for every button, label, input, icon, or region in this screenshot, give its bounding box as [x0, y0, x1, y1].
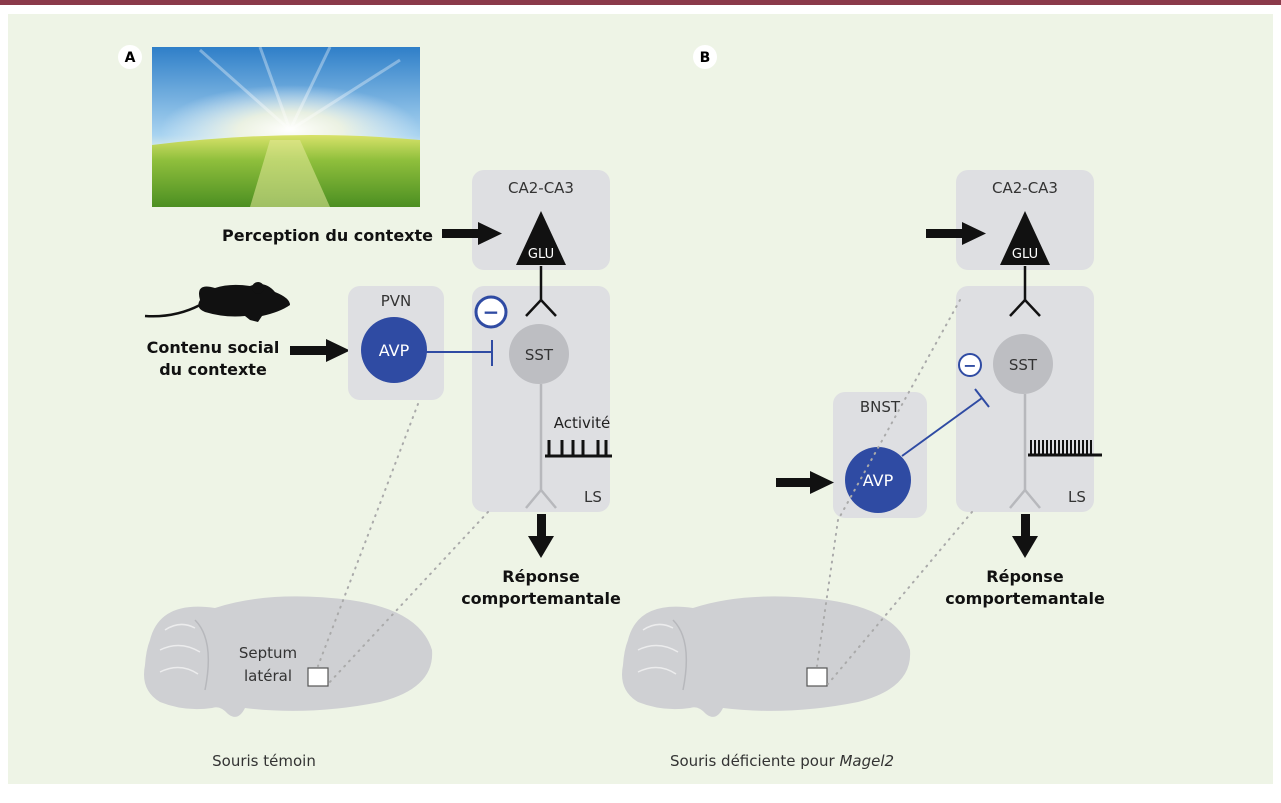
axon-terminal-b: [1009, 266, 1041, 317]
panel-a: A CA2-CA3 GLU Perception du contexte: [118, 45, 621, 770]
ca2-ca3-label-b: CA2-CA3: [992, 179, 1058, 197]
zoom-lines-b: [816, 299, 973, 685]
brain-b: [622, 596, 911, 717]
glu-neuron-a: [516, 211, 566, 265]
response-line2-a: comportemantale: [461, 589, 621, 608]
ls-label-b: LS: [1068, 488, 1086, 506]
avp-neuron-b: [845, 447, 911, 513]
panel-a-badge: [118, 45, 142, 69]
perception-arrow-a: [442, 222, 502, 245]
activity-label: Activité: [554, 414, 610, 432]
septum-marker-b: [806, 667, 828, 687]
sst-neuron-a: [509, 324, 569, 384]
avp-projection-b: [901, 388, 990, 457]
social-content-line2: du contexte: [159, 360, 267, 379]
glu-label-a: GLU: [528, 247, 554, 262]
sst-label-b: SST: [1009, 356, 1038, 374]
activity-spikes-a: [545, 440, 612, 458]
response-line2-b: comportemantale: [945, 589, 1105, 608]
septum-line1: Septum: [239, 644, 297, 662]
sst-label-a: SST: [525, 346, 554, 364]
glu-label-b: GLU: [1012, 247, 1038, 262]
brain-a: [144, 596, 433, 717]
zoom-lines-a: [317, 403, 489, 685]
caption-a: Souris témoin: [212, 752, 316, 770]
inhibition-icon-a: [474, 295, 508, 329]
mouse-icon: [144, 282, 290, 322]
ca2-ca3-label-a: CA2-CA3: [508, 179, 574, 197]
pvn-label: PVN: [381, 292, 412, 310]
social-content-line1: Contenu social: [147, 338, 280, 357]
glu-neuron-b: [1000, 211, 1050, 265]
input-arrow-b: [776, 471, 834, 494]
caption-b: Souris déficiente pour Magel2: [670, 752, 894, 770]
avp-label-b: AVP: [863, 471, 894, 490]
landscape-photo: [152, 46, 420, 207]
perception-arrow-b: [926, 222, 986, 245]
response-arrow-a: [528, 514, 554, 558]
panel-b-letter: B: [700, 50, 711, 66]
response-arrow-b: [1012, 514, 1038, 558]
bnst-label: BNST: [860, 398, 901, 416]
perception-label: Perception du contexte: [222, 226, 433, 245]
panel-b-badge: [693, 45, 717, 69]
top-frame-bar: [0, 0, 1281, 5]
avp-label-a: AVP: [379, 341, 410, 360]
axon-terminal-a: [525, 266, 557, 317]
social-arrow-a: [290, 339, 350, 362]
sst-dendrite-b: [1009, 394, 1041, 509]
panel-a-letter: A: [125, 50, 136, 66]
septum-line2: latéral: [244, 667, 292, 685]
avp-projection-a: [426, 340, 493, 366]
avp-neuron-a: [361, 317, 427, 383]
caption-b-gene: Magel2: [839, 752, 894, 770]
response-line1-a: Réponse: [502, 567, 580, 586]
caption-b-prefix: Souris déficiente pour: [670, 752, 836, 770]
ls-label-a: LS: [584, 488, 602, 506]
activity-spikes-b: [1028, 440, 1102, 457]
inhibition-icon-b: [958, 353, 982, 377]
sst-neuron-b: [993, 334, 1053, 394]
septum-marker-a: [307, 667, 329, 687]
sst-dendrite-a: [525, 384, 557, 509]
inhibition-sign-a: −: [483, 300, 500, 324]
panel-b: B CA2-CA3 GLU SST: [622, 45, 1105, 770]
response-line1-b: Réponse: [986, 567, 1064, 586]
inhibition-sign-b: −: [963, 356, 976, 375]
